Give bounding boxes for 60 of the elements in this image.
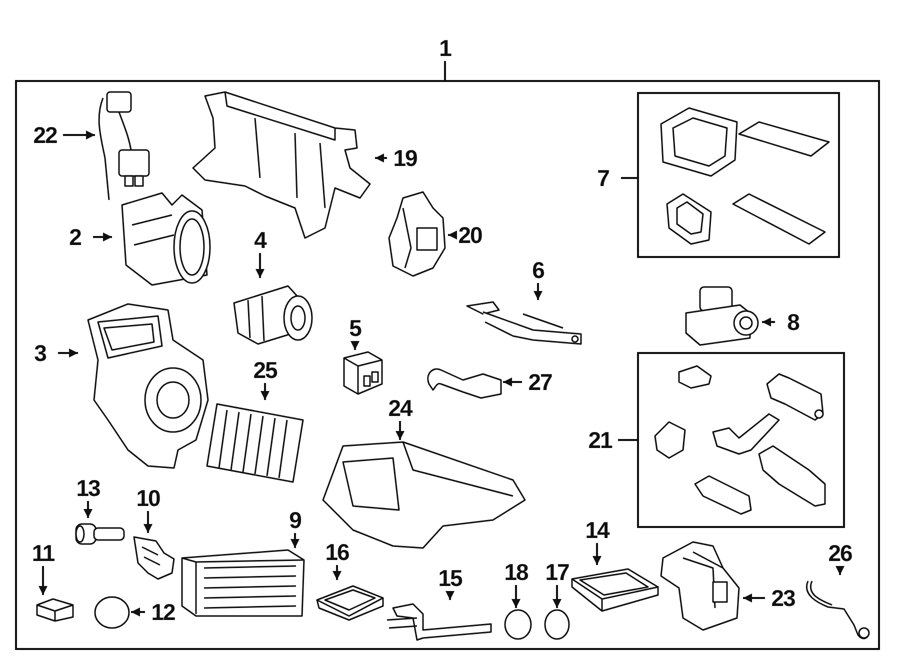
arrow: [131, 608, 145, 616]
callout-number: 11: [25, 540, 61, 566]
arrow: [63, 130, 95, 140]
callout-number: 10: [130, 485, 166, 511]
arrow: [256, 253, 264, 278]
callout-number: 25: [247, 357, 283, 383]
callout-number: 19: [387, 145, 423, 171]
callout-number: 16: [319, 539, 355, 565]
callout-number: 24: [382, 395, 418, 421]
arrow: [448, 230, 457, 240]
arrow: [93, 232, 112, 242]
leader-line: [444, 61, 446, 80]
callout-number: 2: [57, 224, 93, 250]
arrow: [260, 383, 270, 400]
callout-number: 17: [539, 559, 575, 585]
callout-number: 15: [432, 565, 468, 591]
arrow: [512, 585, 520, 608]
arrow: [58, 348, 78, 358]
callout-number: 12: [145, 599, 181, 625]
callout-number: 3: [22, 340, 58, 366]
callout-number: 6: [520, 257, 556, 283]
callout-number: 21: [582, 427, 618, 453]
o-ring-drawing: [503, 608, 533, 641]
arrow: [552, 585, 562, 608]
arrow: [836, 566, 844, 575]
leader-line: [618, 439, 637, 441]
callout-number: 18: [498, 559, 534, 585]
o-ring-drawing: [543, 608, 571, 641]
callout-number: 26: [822, 540, 858, 566]
callout-number: 20: [452, 222, 488, 248]
callout-number: 22: [27, 122, 63, 148]
arrow: [290, 533, 300, 548]
callout-number: 23: [765, 585, 801, 611]
group-frame: [637, 352, 845, 528]
arrow: [762, 318, 775, 326]
callout-number: 4: [242, 227, 278, 253]
callout-number: 27: [522, 369, 558, 395]
arrow: [144, 511, 152, 533]
arrow: [592, 543, 602, 565]
arrow: [503, 378, 522, 386]
arrow: [396, 421, 404, 440]
arrow: [38, 566, 48, 595]
arrow: [743, 594, 765, 602]
callout-number: 9: [277, 507, 313, 533]
callout-number: 14: [579, 517, 615, 543]
arrow: [350, 341, 360, 350]
callout-number: 8: [775, 309, 811, 335]
callout-number: 7: [585, 165, 621, 191]
leader-line: [621, 177, 637, 179]
arrow: [534, 283, 542, 300]
callout-number: 13: [70, 475, 106, 501]
arrow: [332, 565, 342, 580]
arrow: [84, 501, 92, 518]
arrow: [375, 154, 387, 162]
o-ring-drawing: [93, 595, 131, 630]
callout-number: 5: [337, 315, 373, 341]
group-frame: [637, 92, 840, 258]
arrow: [446, 591, 454, 600]
callout-number: 1: [427, 35, 463, 61]
group-frame: [15, 80, 880, 650]
